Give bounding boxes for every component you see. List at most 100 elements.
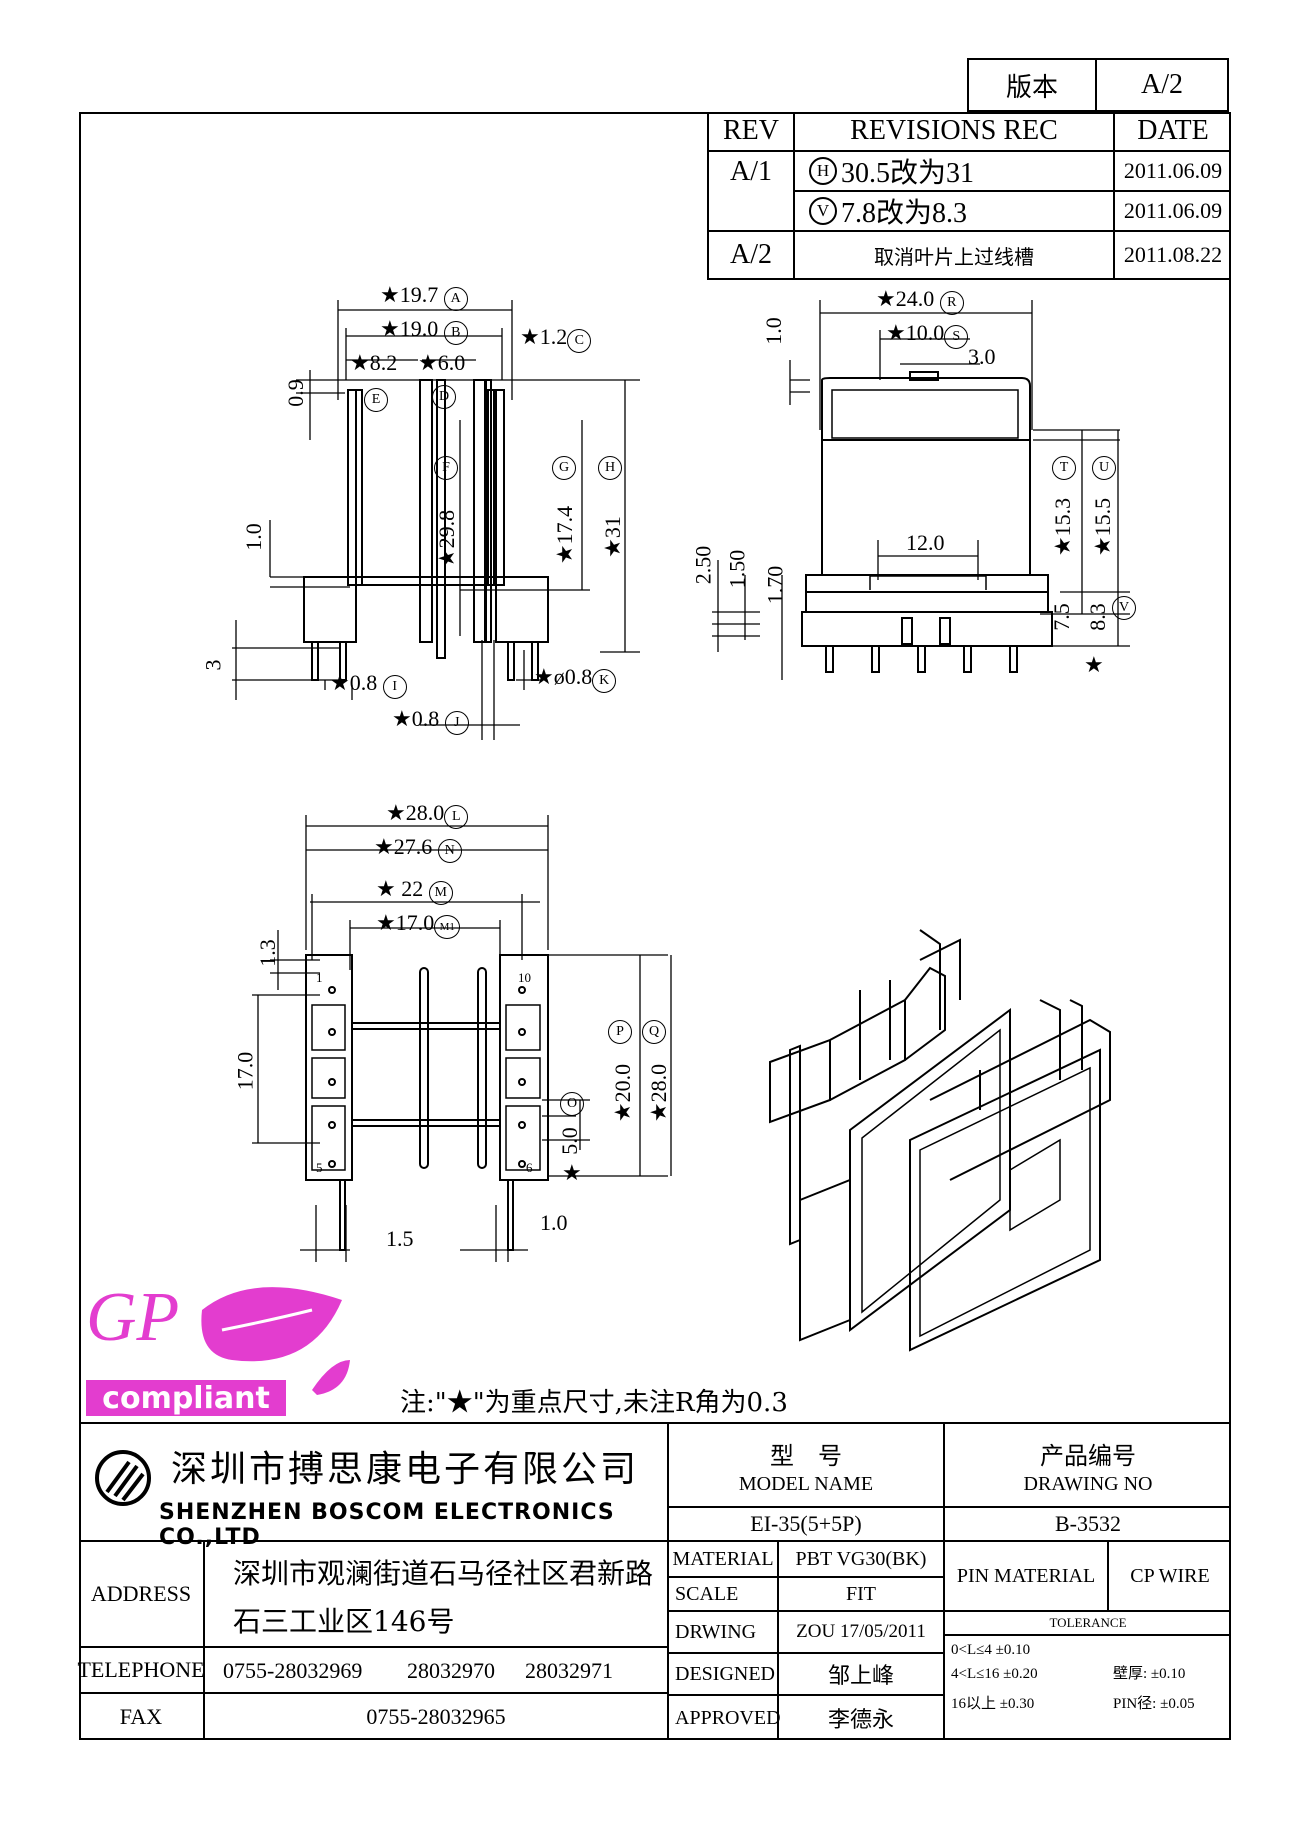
- tolerance-row: 16以上 ±0.30: [951, 1696, 1035, 1712]
- ref-circle-d: D: [432, 385, 456, 409]
- company-name-en: SHENZHEN BOSCOM ELECTRONICS CO.,LTD: [159, 1500, 615, 1550]
- dim-label: 12.0: [906, 530, 945, 555]
- approved-label: APPROVED: [669, 1696, 781, 1740]
- ref-circle-e: E: [364, 388, 388, 412]
- material-value: PBT VG30(BK): [779, 1542, 945, 1578]
- date-cell: 2011.06.09: [1115, 192, 1231, 232]
- ref-circle-g: G: [552, 456, 576, 480]
- pin-material-value: CP WIRE: [1109, 1542, 1231, 1612]
- address-value: 深圳市观澜街道石马径社区君新路 石三工业区146号: [205, 1542, 669, 1648]
- version-box: 版本 A/2: [967, 58, 1229, 112]
- dim-label: 1.5: [386, 1226, 414, 1251]
- leaf-icon: [201, 1287, 350, 1395]
- telephone-values: 0755-28032969 28032970 28032971: [205, 1648, 669, 1694]
- title-block: 深圳市搏思康电子有限公司 SHENZHEN BOSCOM ELECTRONICS…: [77, 1422, 1231, 1740]
- rec-cell: 取消叶片上过线槽: [795, 232, 1115, 278]
- fax-label: FAX: [79, 1694, 205, 1740]
- rev-header: REV: [709, 112, 795, 152]
- address-line2: 石三工业区146号: [233, 1605, 455, 1638]
- telephone-2: 28032970: [407, 1658, 495, 1683]
- gp-brand: GP: [86, 1279, 180, 1356]
- designed-value: 邹上峰: [779, 1654, 945, 1696]
- dim-label: ★0.8 I: [330, 670, 407, 699]
- dim-label: 3: [200, 659, 226, 671]
- scale-value: FIT: [779, 1578, 945, 1612]
- front-view: [232, 300, 640, 740]
- dim-label: 8.3: [1084, 603, 1110, 631]
- drawing-label-en: DRAWING NO: [1023, 1473, 1153, 1495]
- drawing-frame: [79, 112, 1231, 1740]
- dim-label: ★19.0 B: [380, 316, 468, 345]
- ref-circle-h: H: [598, 456, 622, 480]
- dim-label: ★17.4: [552, 505, 578, 565]
- company-name-cn: 深圳市搏思康电子有限公司: [171, 1449, 640, 1490]
- model-label-cn: 型 号: [770, 1442, 842, 1470]
- ref-circle-q: Q: [642, 1020, 666, 1044]
- gp-compliant-logo: GP compliant: [82, 1270, 352, 1420]
- version-label: 版本: [969, 60, 1097, 110]
- dim-label: 3.0: [968, 344, 996, 369]
- star-marker: ★: [562, 1160, 582, 1185]
- dim-label: 2.50: [690, 545, 716, 585]
- tolerance-label: TOLERANCE: [945, 1612, 1231, 1636]
- date-cell: 2011.08.22: [1123, 242, 1223, 267]
- rev-cell: [709, 192, 795, 232]
- dim-label: 1.0: [760, 317, 786, 345]
- date-header: DATE: [1115, 112, 1231, 152]
- ref-circle-f: F: [434, 456, 458, 480]
- approved-value: 李德永: [779, 1696, 945, 1740]
- material-label: MATERIAL: [669, 1542, 779, 1578]
- rec-header: REVISIONS REC: [795, 112, 1115, 152]
- wall-tolerance: 壁厚: ±0.10: [1113, 1666, 1186, 1682]
- compliant-tagline: compliant: [86, 1380, 286, 1416]
- technical-drawing: [232, 300, 1130, 1352]
- drawing-note: 注:"★"为重点尺寸,未注R角为0.3: [400, 1388, 788, 1418]
- dim-label: ★0.8 J: [392, 706, 469, 735]
- side-view: [712, 300, 1130, 680]
- dim-label: ★6.0: [418, 350, 466, 375]
- revisions-table: REV REVISIONS REC DATE A/1 H 30.5改为31 20…: [707, 112, 1231, 280]
- dim-label: 17.0: [232, 1051, 258, 1091]
- star-marker: ★: [1084, 652, 1104, 677]
- top-view: [252, 815, 672, 1262]
- dim-label: ★8.2: [350, 350, 398, 375]
- drawing-by-label: DRWING: [669, 1612, 779, 1654]
- tolerance-table: 0<L≤4 ±0.10 4<L≤16 ±0.20 16以上 ±0.30 壁厚: …: [945, 1636, 1231, 1740]
- rec-text: 7.8改为8.3: [841, 198, 968, 229]
- dim-label: 0.9: [282, 379, 308, 407]
- ref-circle-t: T: [1052, 456, 1076, 480]
- ref-circle-o: O: [560, 1092, 584, 1116]
- dim-label: 7.5: [1048, 603, 1074, 631]
- fax-value: 0755-28032965: [205, 1694, 669, 1740]
- dim-label: 1.0: [540, 1210, 568, 1235]
- pin-label: 5: [316, 1160, 323, 1175]
- boscom-logo-icon: [95, 1450, 151, 1506]
- dim-label: ★27.6 N: [374, 834, 462, 863]
- telephone-1: 0755-28032969: [223, 1658, 363, 1683]
- dim-label: 1.3: [254, 939, 280, 967]
- rec-cell: V 7.8改为8.3: [795, 192, 1115, 232]
- date-cell: 2011.06.09: [1115, 152, 1231, 192]
- drawing-label-cn: 产品编号: [1040, 1442, 1136, 1470]
- model-value: EI-35(5+5P): [669, 1508, 945, 1542]
- dim-label: 1.50: [724, 549, 750, 589]
- telephone-label: TELEPHONE: [77, 1648, 205, 1694]
- company-section: 深圳市搏思康电子有限公司 SHENZHEN BOSCOM ELECTRONICS…: [79, 1424, 669, 1550]
- rec-cell: H 30.5改为31: [795, 152, 1115, 192]
- pin-label: 1: [316, 970, 323, 985]
- ref-circle-u: U: [1092, 456, 1116, 480]
- dim-label: 5.0: [556, 1127, 582, 1155]
- dim-label: ★15.5: [1090, 497, 1116, 557]
- dim-label: 1.70: [762, 565, 788, 605]
- tolerance-row: 0<L≤4 ±0.10: [951, 1642, 1031, 1658]
- telephone-3: 28032971: [525, 1658, 613, 1683]
- circled-h-icon: H: [809, 157, 837, 185]
- pin-tolerance: PIN径: ±0.05: [1113, 1696, 1195, 1712]
- ref-circle-p: P: [608, 1020, 632, 1044]
- pin-material-label: PIN MATERIAL: [945, 1542, 1109, 1612]
- address-line1: 深圳市观澜街道石马径社区君新路: [233, 1557, 654, 1590]
